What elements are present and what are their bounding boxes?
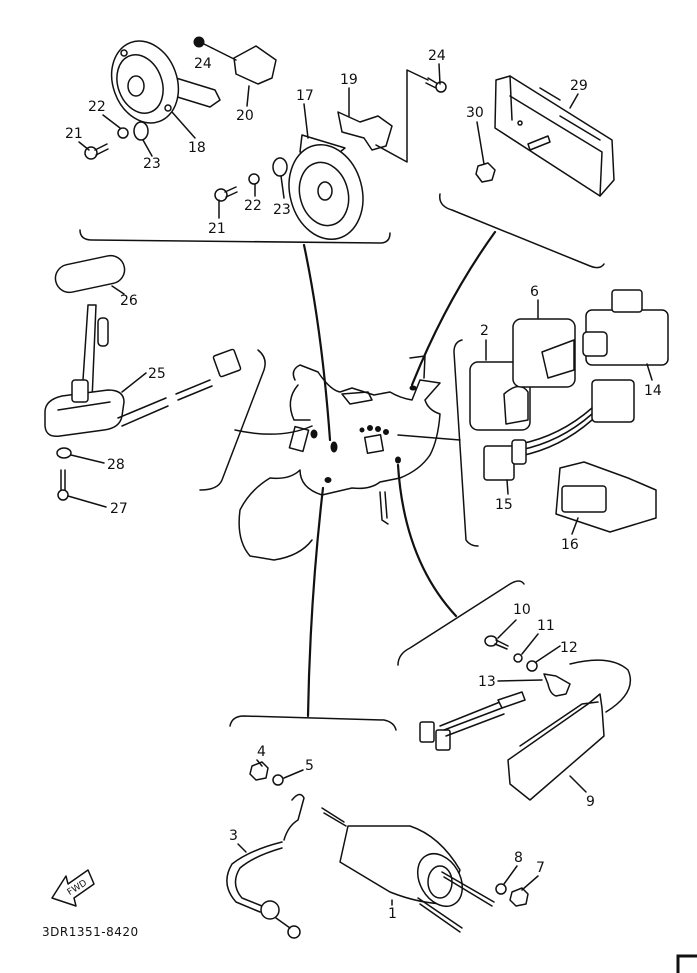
label-29: 29 (570, 78, 588, 94)
label-28: 28 (107, 457, 125, 473)
label-13: 13 (478, 674, 496, 690)
label-15: 15 (495, 497, 513, 513)
label-23: 23 (143, 156, 161, 172)
label-24-right: 24 (428, 48, 446, 64)
clamp-13 (543, 673, 571, 697)
washer-8 (495, 883, 507, 895)
label-6: 6 (530, 284, 539, 300)
bolt-24-right (425, 77, 447, 93)
relay-group (453, 289, 669, 547)
label-1: 1 (388, 906, 397, 922)
reflector-29 (494, 75, 615, 197)
washer-22-left (117, 127, 129, 139)
corner-mark (676, 954, 697, 973)
bolt-10 (484, 635, 509, 650)
relay-group-bracket (453, 339, 479, 547)
grommet-28 (56, 447, 72, 459)
reflector-group (439, 75, 615, 269)
label-9: 9 (586, 794, 595, 810)
bolt-21-right (214, 186, 238, 202)
wire-harness-15 (483, 379, 635, 481)
rectifier-regulator-9 (507, 659, 632, 801)
forward-direction-icon: FWD (51, 869, 95, 907)
rectifier-group (397, 580, 632, 801)
nut-30 (475, 162, 496, 183)
starter-relay-1 (321, 807, 495, 933)
label-3: 3 (229, 828, 238, 844)
screw-27 (57, 469, 69, 501)
horn-bracket-19 (337, 111, 393, 151)
rectifier-connector (419, 691, 526, 751)
washer-23-right (272, 157, 288, 177)
label-12: 12 (560, 640, 578, 656)
label-23-right: 23 (273, 202, 291, 218)
label-20: 20 (236, 108, 254, 124)
label-21-right: 21 (208, 221, 226, 237)
label-8: 8 (514, 850, 523, 866)
horn-bracket-20 (233, 45, 277, 85)
horn-group-bracket (79, 229, 391, 244)
label-7: 7 (536, 860, 545, 876)
label-26: 26 (120, 293, 138, 309)
diagram-code: 3DR1351-8420 (42, 925, 139, 939)
reflector-group-bracket (439, 193, 605, 269)
fuel-sender-25 (44, 304, 242, 438)
label-16: 16 (561, 537, 579, 553)
bolt-24-left (193, 36, 237, 61)
horn-18 (110, 40, 221, 124)
washer-23-left (133, 121, 149, 141)
label-24: 24 (194, 56, 212, 72)
starter-relay-group (226, 715, 529, 939)
frame-relay-box (363, 433, 385, 455)
washer-5 (272, 774, 284, 786)
gasket-26 (54, 254, 126, 294)
label-18: 18 (188, 140, 206, 156)
horn-group (79, 36, 447, 244)
connector-16 (555, 461, 657, 533)
label-17: 17 (296, 88, 314, 104)
rectifier-group-bracket (397, 580, 525, 666)
starter-group-bracket (229, 715, 397, 731)
label-5: 5 (305, 758, 314, 774)
label-27: 27 (110, 501, 128, 517)
fuel-sender-group-bracket (199, 349, 266, 491)
label-25: 25 (148, 366, 166, 382)
bolt-21-left (84, 143, 109, 160)
fuel-sender-group (44, 254, 266, 501)
label-22-right: 22 (244, 198, 262, 214)
label-4: 4 (257, 744, 266, 760)
fuel-sender-connector (212, 348, 242, 378)
relay-6 (512, 318, 576, 388)
flasher-relay-14 (582, 289, 669, 366)
nut-4 (249, 761, 269, 781)
assembly-leader-lines (234, 230, 497, 718)
horn-17 (288, 134, 364, 241)
label-19: 19 (340, 72, 358, 88)
washer-11 (513, 653, 523, 663)
label-21: 21 (65, 126, 83, 142)
label-14: 14 (644, 383, 662, 399)
label-11: 11 (537, 618, 555, 634)
washer-12 (526, 660, 538, 672)
lead-wire-3 (226, 793, 305, 939)
leader-bolt-24-right (375, 69, 429, 163)
nut-7 (509, 887, 529, 907)
label-2: 2 (480, 323, 489, 339)
washer-22-right (248, 173, 260, 185)
frame-outline (238, 355, 441, 561)
label-30: 30 (466, 105, 484, 121)
label-22: 22 (88, 99, 106, 115)
label-10: 10 (513, 602, 531, 618)
